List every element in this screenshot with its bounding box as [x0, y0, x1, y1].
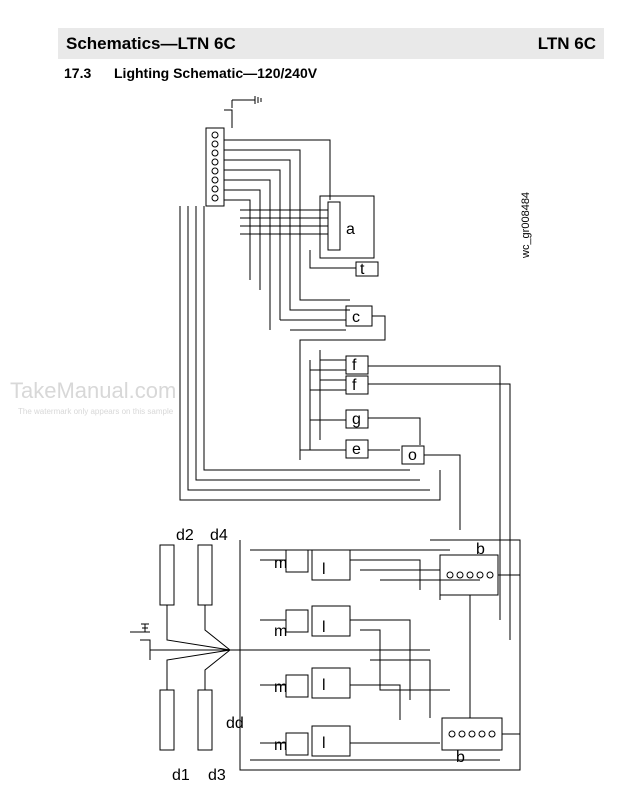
lamp-d4 — [197, 544, 213, 606]
terminal-b-bottom — [441, 717, 503, 751]
section-title: 17.3 Lighting Schematic—120/240V — [64, 65, 317, 81]
terminal-screws — [211, 131, 219, 202]
label-m-2: m — [274, 623, 287, 640]
label-t: t — [360, 261, 365, 278]
lamp-d1 — [159, 689, 175, 751]
label-f2: f — [352, 377, 357, 394]
terminal-b-top — [439, 554, 499, 596]
label-l-2: l — [322, 619, 326, 636]
label-e: e — [352, 441, 361, 458]
label-dd: dd — [226, 715, 244, 732]
label-l-4: l — [322, 735, 326, 752]
component-t-box — [355, 261, 379, 277]
label-m-3: m — [274, 679, 287, 696]
label-f1: f — [352, 357, 357, 374]
terminal-block-top — [205, 127, 225, 207]
watermark-note: The watermark only appears on this sampl… — [18, 407, 174, 416]
lamp-d3 — [197, 689, 213, 751]
header-right-title: LTN 6C — [537, 34, 596, 53]
component-f1-box — [345, 355, 369, 375]
component-g-box — [345, 409, 369, 429]
ground-symbol-top — [231, 96, 262, 108]
label-g: g — [352, 411, 361, 428]
label-l-1: l — [322, 561, 326, 578]
component-f2-box — [345, 375, 369, 395]
label-d2: d2 — [176, 527, 194, 544]
label-a: a — [346, 221, 355, 238]
label-m-4: m — [274, 737, 287, 754]
label-b-bottom: b — [456, 749, 465, 766]
component-e-box — [345, 439, 369, 459]
header-left-title: Schematics—LTN 6C — [66, 34, 236, 53]
label-c: c — [352, 309, 360, 326]
component-a-box — [319, 195, 375, 259]
lamp-d2 — [159, 544, 175, 606]
terminal-b-screws — [446, 571, 496, 738]
ballast-modules — [285, 549, 351, 757]
section-number: 17.3 — [64, 65, 92, 81]
label-b-top: b — [476, 541, 485, 558]
header-bar: Schematics—LTN 6C LTN 6C — [58, 28, 604, 59]
label-d4: d4 — [210, 527, 228, 544]
label-o: o — [408, 447, 417, 464]
label-m-1: m — [274, 555, 287, 572]
label-d3: d3 — [208, 767, 226, 784]
section-title-text: Lighting Schematic—120/240V — [114, 65, 318, 81]
watermark: TakeManual.com — [10, 378, 177, 403]
label-d1: d1 — [172, 767, 190, 784]
label-l-3: l — [322, 677, 326, 694]
